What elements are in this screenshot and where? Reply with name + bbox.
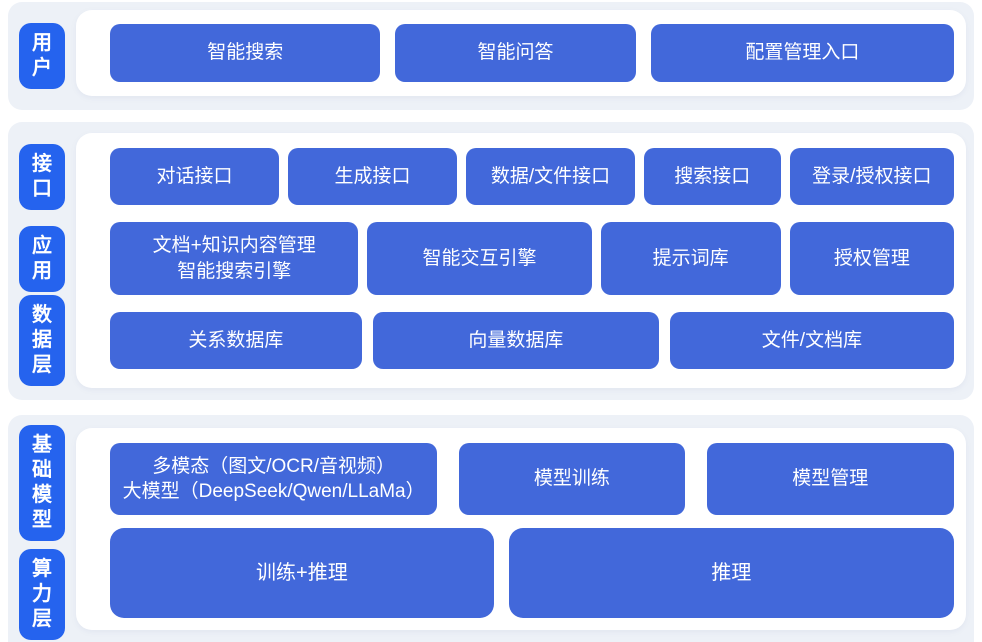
layer-label-user: 用户 — [19, 23, 65, 89]
node-model-training: 模型训练 — [459, 443, 685, 515]
row-compute: 训练+推理 推理 — [110, 528, 954, 618]
node-intelligent-interaction-engine: 智能交互引擎 — [367, 222, 592, 295]
node-generation-api: 生成接口 — [287, 148, 457, 205]
layer-label-application: 应用 — [19, 225, 65, 292]
node-multimodal-llm: 多模态（图文/OCR/音视频） 大模型（DeepSeek/Qwen/LLaMa） — [110, 443, 438, 515]
row-foundation-models: 多模态（图文/OCR/音视频） 大模型（DeepSeek/Qwen/LLaMa）… — [110, 443, 954, 515]
panel-user-layer: 智能搜索 智能问答 配置管理入口 — [76, 10, 966, 96]
row-user-entries: 智能搜索 智能问答 配置管理入口 — [110, 24, 954, 82]
node-data-file-api: 数据/文件接口 — [465, 148, 635, 205]
node-doc-knowledge-search-engine: 文档+知识内容管理 智能搜索引擎 — [110, 222, 359, 295]
row-interfaces: 对话接口 生成接口 数据/文件接口 搜索接口 登录/授权接口 — [110, 148, 954, 205]
node-dialog-api: 对话接口 — [110, 148, 279, 205]
node-file-document-store: 文件/文档库 — [669, 312, 954, 369]
node-authorization-management: 授权管理 — [789, 222, 955, 295]
section-user-layer: 用户 智能搜索 智能问答 配置管理入口 — [8, 2, 974, 110]
node-intelligent-search: 智能搜索 — [110, 24, 381, 82]
section-foundation-compute: 基础模型 算力层 多模态（图文/OCR/音视频） 大模型（DeepSeek/Qw… — [8, 415, 974, 642]
node-login-auth-api: 登录/授权接口 — [789, 148, 954, 205]
layer-label-compute: 算力层 — [19, 549, 65, 640]
row-data-stores: 关系数据库 向量数据库 文件/文档库 — [110, 312, 954, 369]
node-vector-database: 向量数据库 — [372, 312, 659, 369]
layer-label-column: 接口 应用 数据层 — [8, 122, 76, 400]
node-search-api: 搜索接口 — [643, 148, 781, 205]
layer-label-foundation-model: 基础模型 — [19, 425, 65, 541]
row-applications: 文档+知识内容管理 智能搜索引擎 智能交互引擎 提示词库 授权管理 — [110, 222, 955, 295]
node-training-inference: 训练+推理 — [110, 528, 494, 618]
layer-label-column: 用户 — [8, 2, 76, 110]
section-interface-application-data: 接口 应用 数据层 对话接口 生成接口 数据/文件接口 搜索接口 登录/授权接口… — [8, 122, 974, 400]
node-model-management: 模型管理 — [706, 443, 954, 515]
node-config-management-entry: 配置管理入口 — [650, 24, 954, 82]
layer-label-interface: 接口 — [19, 143, 65, 210]
panel-foundation-compute: 多模态（图文/OCR/音视频） 大模型（DeepSeek/Qwen/LLaMa）… — [76, 428, 966, 630]
node-inference: 推理 — [508, 528, 954, 618]
node-relational-database: 关系数据库 — [110, 312, 362, 369]
node-intelligent-qa: 智能问答 — [395, 24, 636, 82]
node-prompt-library: 提示词库 — [600, 222, 781, 295]
layer-label-column: 基础模型 算力层 — [8, 415, 76, 642]
layer-label-data: 数据层 — [19, 295, 65, 386]
panel-interface-application-data: 对话接口 生成接口 数据/文件接口 搜索接口 登录/授权接口 文档+知识内容管理… — [76, 133, 966, 388]
